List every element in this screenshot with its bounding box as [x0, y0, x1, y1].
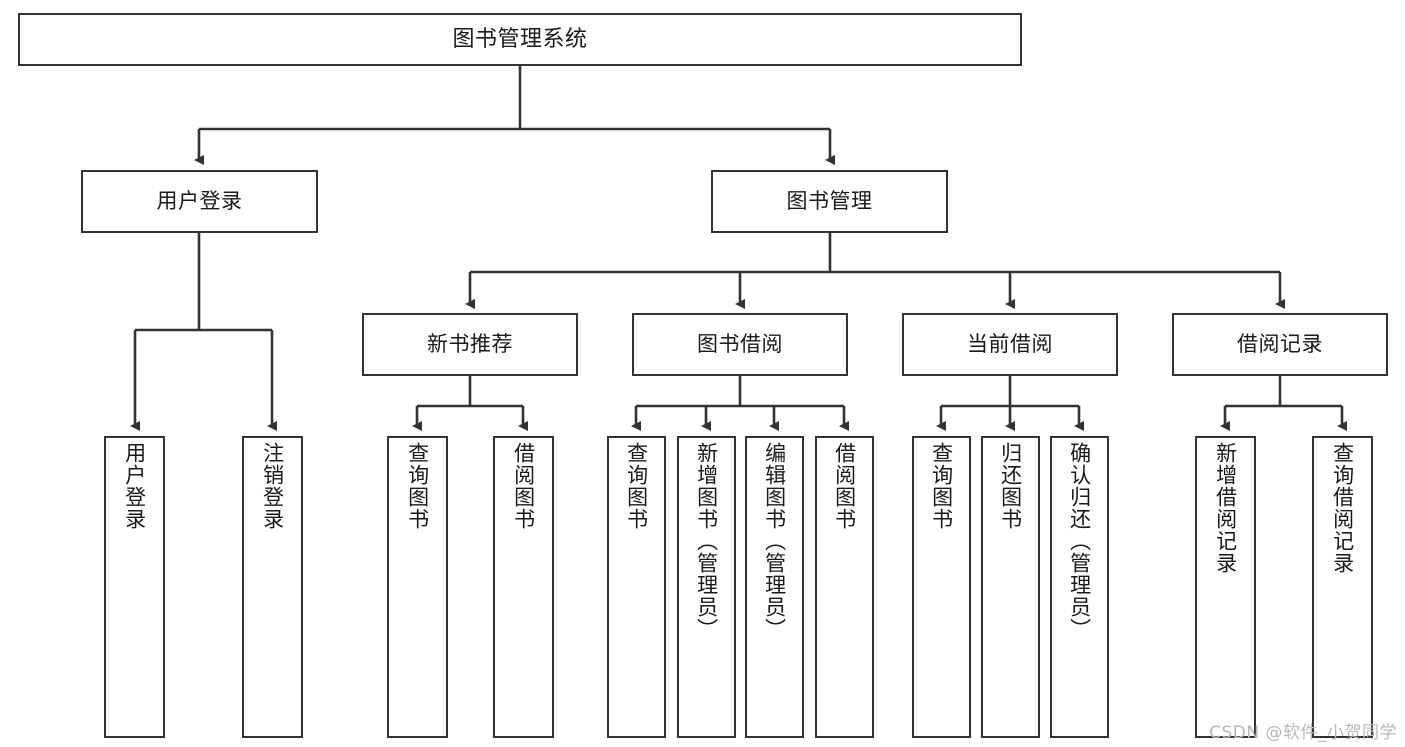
leaf-borrow-edit-book-admin[interactable]: 编辑图书（管理员） [745, 436, 804, 738]
node-label: 新书推荐 [427, 332, 513, 357]
leaf-user-login[interactable]: 用户登录 [104, 436, 165, 738]
node-book-borrow[interactable]: 图书借阅 [632, 313, 848, 376]
leaf-recommend-borrow-book[interactable]: 借阅图书 [493, 436, 554, 738]
node-label: 图书借阅 [697, 332, 783, 357]
node-label: 图书管理 [786, 189, 873, 214]
node-label: 借阅图书 [511, 442, 536, 530]
leaf-borrow-query-book[interactable]: 查询图书 [607, 436, 666, 738]
leaf-current-return-book[interactable]: 归还图书 [981, 436, 1040, 738]
node-label: 用户登录 [122, 442, 147, 530]
node-book-management[interactable]: 图书管理 [711, 170, 948, 233]
node-label: 查询图书 [405, 442, 430, 530]
node-label: 新增借阅记录 [1213, 442, 1238, 574]
leaf-current-query-book[interactable]: 查询图书 [912, 436, 971, 738]
node-label: 新增图书（管理员） [694, 442, 719, 640]
csdn-watermark: CSDN @软件_小贺同学 [1209, 723, 1397, 743]
leaf-recommend-query-book[interactable]: 查询图书 [387, 436, 448, 738]
leaf-borrow-borrow-book[interactable]: 借阅图书 [815, 436, 874, 738]
leaf-logout-login[interactable]: 注销登录 [242, 436, 303, 738]
node-label: 注销登录 [260, 442, 285, 530]
node-label: 借阅图书 [832, 442, 857, 530]
node-borrow-record[interactable]: 借阅记录 [1172, 313, 1388, 376]
node-label: 归还图书 [998, 442, 1023, 530]
node-label: 查询借阅记录 [1330, 442, 1355, 574]
node-label: 当前借阅 [967, 332, 1053, 357]
node-user-login[interactable]: 用户登录 [81, 170, 318, 233]
node-current-borrow[interactable]: 当前借阅 [902, 313, 1118, 376]
node-label: 查询图书 [624, 442, 649, 530]
node-label: 编辑图书（管理员） [762, 442, 787, 640]
node-label: 用户登录 [156, 189, 243, 214]
leaf-borrow-add-book-admin[interactable]: 新增图书（管理员） [677, 436, 736, 738]
node-label: 查询图书 [929, 442, 954, 530]
node-label: 确认归还（管理员） [1067, 442, 1092, 640]
node-label: 借阅记录 [1237, 332, 1323, 357]
leaf-record-add-borrow-record[interactable]: 新增借阅记录 [1195, 436, 1256, 738]
leaf-current-confirm-return-admin[interactable]: 确认归还（管理员） [1050, 436, 1109, 738]
node-label: 图书管理系统 [452, 26, 588, 52]
node-new-book-recommend[interactable]: 新书推荐 [362, 313, 578, 376]
leaf-record-query-borrow-record[interactable]: 查询借阅记录 [1312, 436, 1373, 738]
node-root-system[interactable]: 图书管理系统 [18, 13, 1022, 66]
